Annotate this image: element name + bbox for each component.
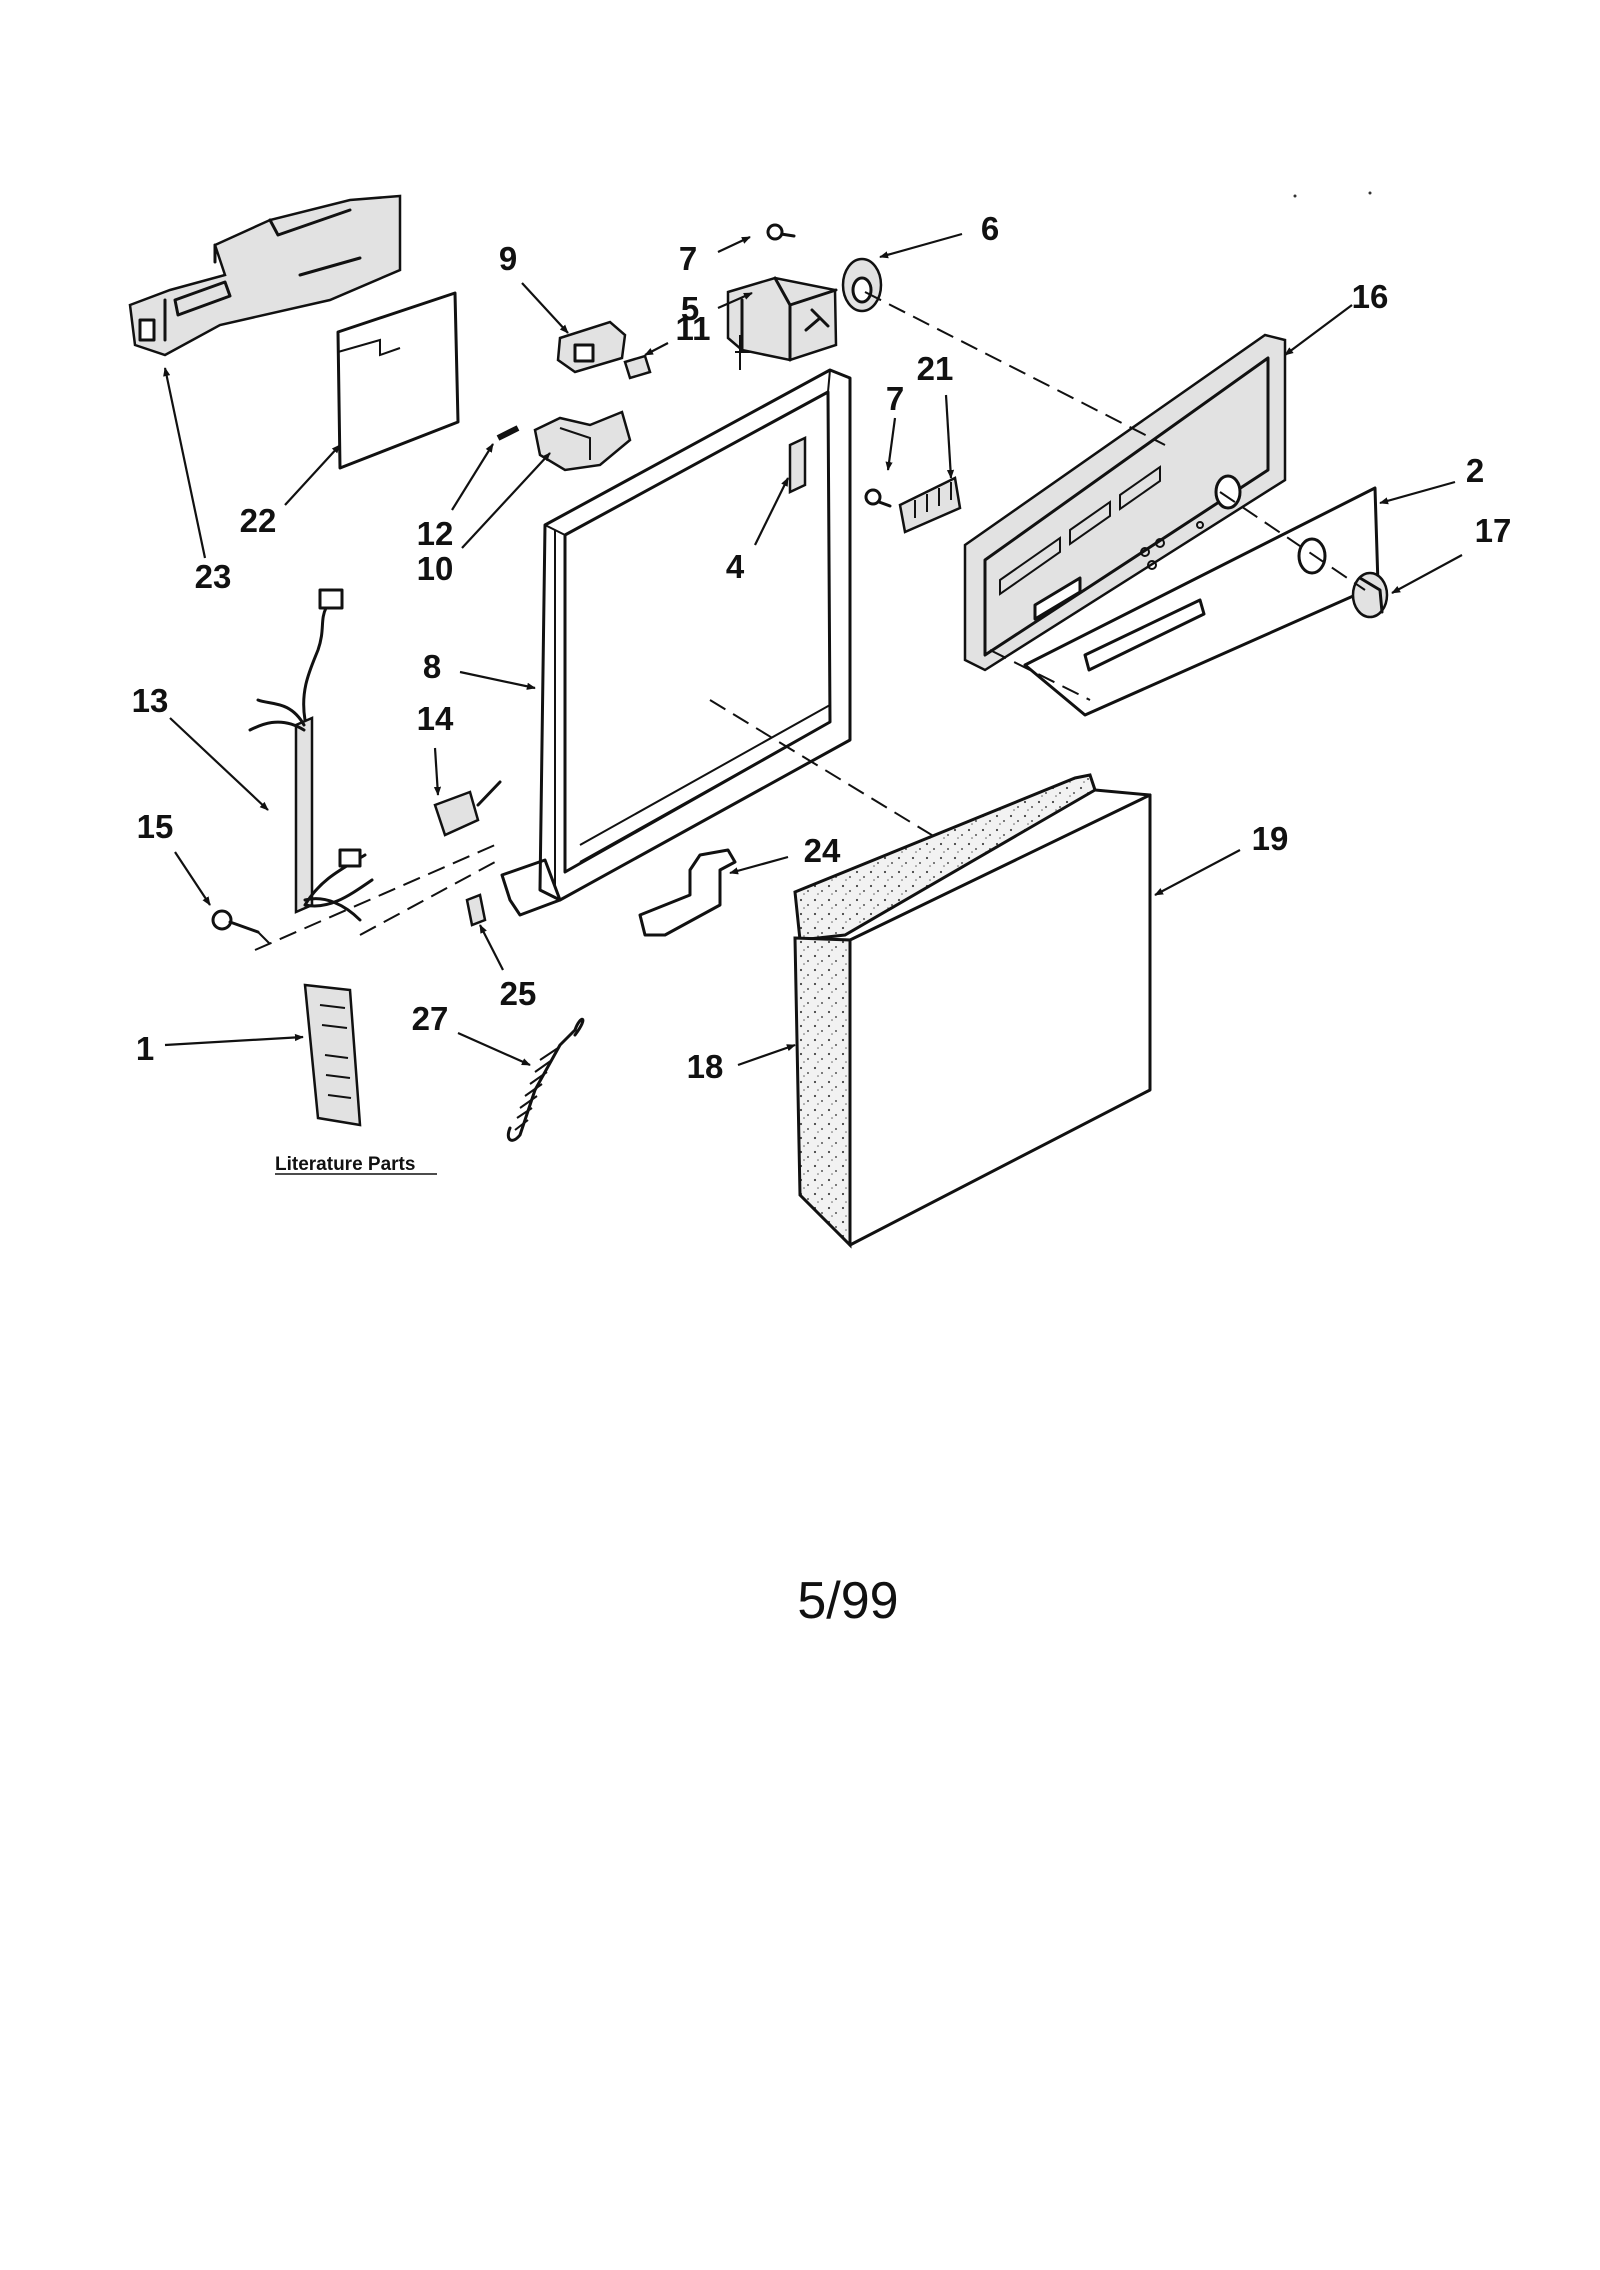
- part-5-timer: [726, 276, 838, 362]
- date-code: 5/99: [797, 1572, 898, 1630]
- literature-parts-caption: Literature Parts: [275, 1154, 415, 1175]
- callout-25: 25: [500, 975, 537, 1012]
- part-12-strip: [496, 425, 520, 441]
- callout-7a: 7: [679, 240, 697, 277]
- callout-23: 23: [195, 558, 232, 595]
- part-11-switch: [623, 354, 652, 380]
- part-13-wire-harness: [248, 588, 496, 951]
- part-27-door-spring: [506, 1017, 585, 1142]
- part-7-screw-mid: [864, 488, 892, 508]
- callout-6: 6: [981, 210, 999, 247]
- part-15-screw: [211, 909, 271, 945]
- part-7-screw-top: [766, 223, 796, 241]
- stray-mark: [1293, 194, 1297, 198]
- part-25-clip: [465, 893, 487, 927]
- part-21-connector: [898, 476, 962, 534]
- callout-18: 18: [687, 1048, 724, 1085]
- leader-arrows: [163, 232, 1463, 1067]
- part-14-plug: [433, 780, 502, 837]
- callout-13: 13: [132, 682, 169, 719]
- callout-22: 22: [240, 502, 277, 539]
- callout-8: 8: [423, 648, 441, 685]
- callout-11: 11: [676, 310, 711, 347]
- part-8-inner-door-frame: [500, 335, 852, 917]
- part-18-foam-insulation: [793, 936, 852, 1249]
- callout-16: 16: [1352, 278, 1389, 315]
- callout-5: 5: [681, 290, 699, 327]
- callout-15: 15: [137, 808, 174, 845]
- callout-27: 27: [412, 1000, 449, 1037]
- alignment-lines: [709, 291, 1366, 841]
- callout-14: 14: [417, 700, 454, 737]
- callout-24: 24: [804, 832, 841, 869]
- part-16-control-panel: [963, 333, 1287, 672]
- callout-7b: 7: [886, 380, 904, 417]
- part-23-console-housing: [128, 194, 402, 357]
- callout-19: 19: [1252, 820, 1289, 857]
- part-17-knob: [1351, 571, 1389, 619]
- callout-1: 1: [136, 1030, 154, 1067]
- callout-2: 2: [1466, 452, 1484, 489]
- part-6-dial: [841, 257, 883, 313]
- part-9-door-latch: [556, 320, 627, 374]
- stray-mark: [1368, 191, 1372, 195]
- callout-21: 21: [917, 350, 954, 387]
- callout-10: 10: [417, 550, 454, 587]
- callout-9: 9: [499, 240, 517, 277]
- part-24-hinge-bracket: [638, 848, 737, 937]
- callout-4: 4: [726, 548, 745, 585]
- part-1-literature-booklet: [303, 983, 362, 1127]
- callout-labels: 1 2 4 5 6 7 7 8 9 10 11 12 13 14 15 16 1…: [132, 210, 1512, 1085]
- callout-12: 12: [417, 515, 454, 552]
- part-22-insulation-sheet: [336, 291, 460, 470]
- callout-17: 17: [1475, 512, 1512, 549]
- part-10-latch-bracket: [533, 410, 632, 472]
